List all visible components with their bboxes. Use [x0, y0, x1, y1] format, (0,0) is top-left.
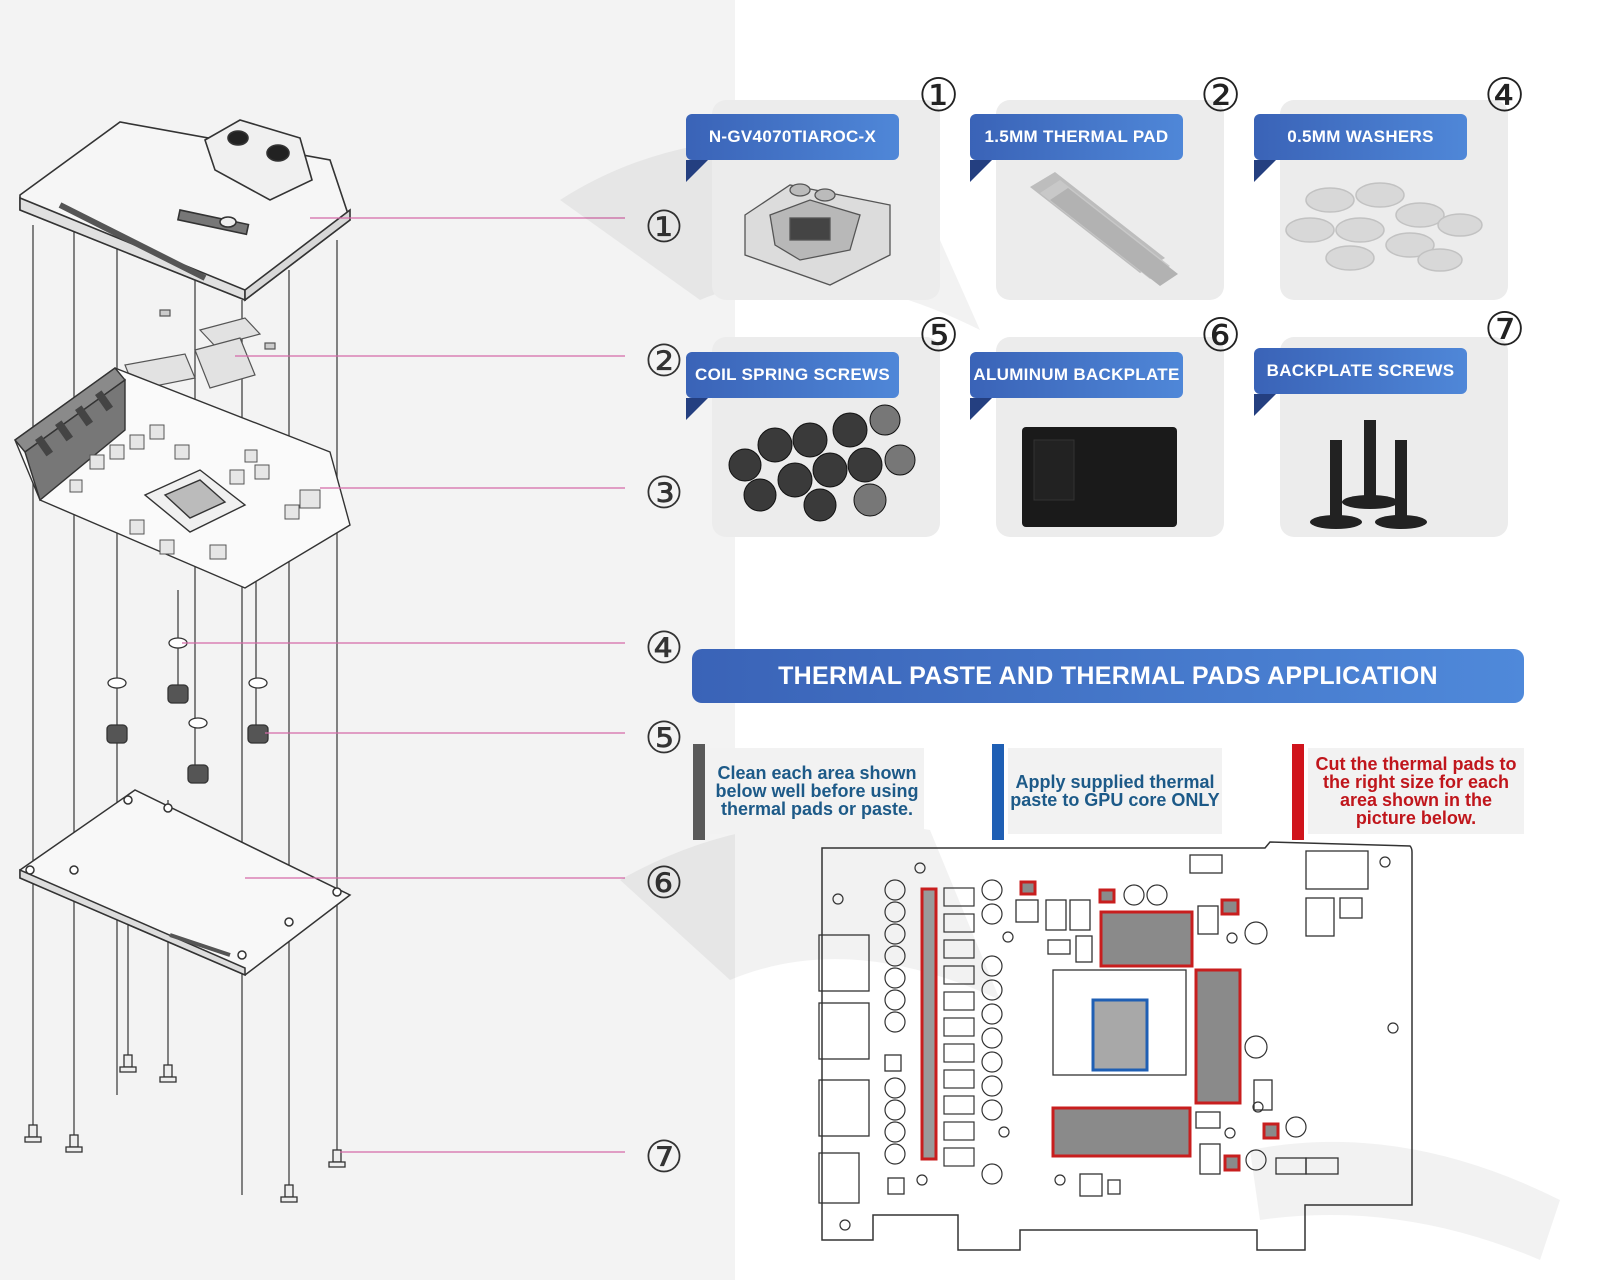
note-pads: Cut the thermal pads to the right size f…: [1308, 748, 1524, 834]
part-label-spring-screws: COIL SPRING SCREWS: [686, 352, 899, 398]
note-bar-paste: [992, 744, 1004, 840]
backplate-image: [1022, 427, 1177, 527]
part-number-water-block: ①: [918, 68, 960, 122]
part-label-thermal-pad: 1.5MM THERMAL PAD: [970, 114, 1183, 160]
part-label-backplate: ALUMINUM BACKPLATE: [970, 352, 1183, 398]
backplate-drawing: [19, 789, 352, 977]
exploded-view-diagram: ① ② ③ ④ ⑤ ⑥ ⑦: [13, 119, 684, 1203]
callout-4: ④: [644, 623, 683, 674]
part-number-spring-screws: ⑤: [918, 308, 960, 362]
callout-3: ③: [644, 468, 683, 519]
spring-screws-image: [728, 404, 916, 522]
part-number-washers: ④: [1484, 68, 1526, 122]
backplate-screws-image: [1310, 420, 1427, 529]
backplate-screws-drawing: [24, 1054, 346, 1203]
part-label-washers: 0.5MM WASHERS: [1254, 114, 1467, 160]
pcb-drawing: [13, 367, 351, 589]
note-paste: Apply supplied thermal paste to GPU core…: [1008, 748, 1222, 834]
callout-7: ⑦: [644, 1132, 683, 1183]
callout-5: ⑤: [644, 713, 683, 764]
note-bar-pads: [1292, 744, 1304, 840]
part-label-water-block: N-GV4070TIAROC-X: [686, 114, 899, 160]
callout-2: ②: [644, 336, 683, 387]
note-clean: Clean each area shown below well before …: [710, 748, 924, 834]
washers-image: [1285, 182, 1483, 272]
part-number-thermal-pad: ②: [1200, 68, 1242, 122]
thermal-pad-image: [1030, 172, 1178, 286]
part-label-backplate-screws: BACKPLATE SCREWS: [1254, 348, 1467, 394]
part-number-backplate: ⑥: [1200, 308, 1242, 362]
application-banner: THERMAL PASTE AND THERMAL PADS APPLICATI…: [692, 649, 1524, 703]
callout-1: ①: [644, 202, 683, 253]
note-bar-clean: [693, 744, 705, 840]
water-block-drawing: [19, 119, 351, 302]
washers-springs-drawing: [106, 637, 269, 784]
callout-6: ⑥: [644, 858, 683, 909]
water-block-image: [744, 183, 891, 286]
part-number-backplate-screws: ⑦: [1484, 302, 1526, 356]
